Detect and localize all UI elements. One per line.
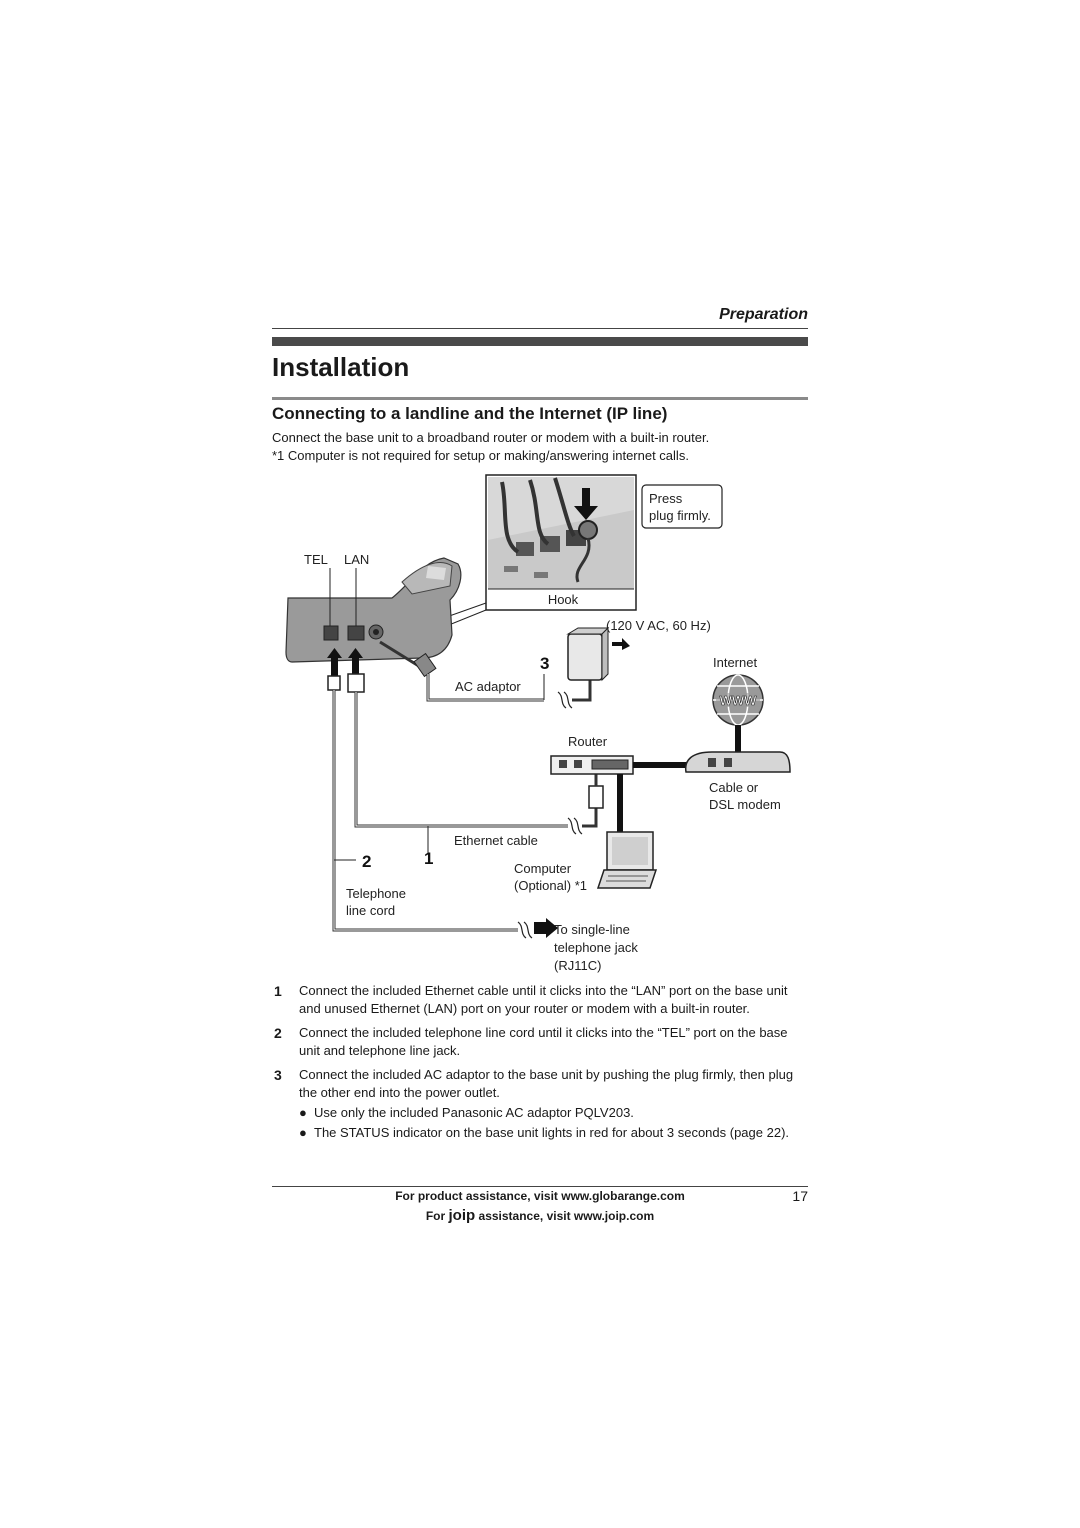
intro-line: Connect the base unit to a broadband rou…: [272, 430, 710, 445]
bullet-item: ● Use only the included Panasonic AC ada…: [272, 1104, 808, 1122]
telephone-cord-label-line2: line cord: [346, 903, 395, 918]
hook-label: Hook: [548, 592, 579, 607]
step-text: Connect the included Ethernet cable unti…: [299, 983, 788, 1016]
computer-label-line1: Computer: [514, 861, 572, 876]
step-item: 2 Connect the included telephone line co…: [272, 1024, 808, 1060]
modem-label-line1: Cable or: [709, 780, 759, 795]
tel-port-label: TEL: [304, 552, 328, 567]
jack-label-line3: (RJ11C): [554, 958, 601, 973]
internet-label: Internet: [713, 655, 757, 670]
page-number: 17: [792, 1188, 808, 1204]
modem-icon: [684, 751, 791, 773]
ac-adaptor-label: AC adaptor: [455, 679, 521, 694]
step-number: 3: [274, 1067, 282, 1083]
footer-joip-suffix: assistance, visit www.joip.com: [475, 1209, 655, 1223]
step-item: 1 Connect the included Ethernet cable un…: [272, 982, 808, 1018]
joip-brand: joip: [448, 1207, 476, 1224]
subsection-title: Connecting to a landline and the Interne…: [272, 404, 668, 423]
step-1-marker: 1: [424, 849, 433, 868]
step-number: 1: [274, 983, 282, 999]
router-icon: [550, 755, 634, 775]
page-title: Installation: [272, 352, 410, 382]
base-unit: [285, 557, 462, 663]
header-rule-thin: [272, 328, 808, 329]
telephone-plug-icon: [327, 675, 341, 691]
step-2-marker: 2: [362, 852, 371, 871]
ac-adaptor-icon: [566, 626, 610, 682]
computer-label-line2: (Optional) *1: [514, 878, 587, 893]
up-arrow-icon: [327, 648, 342, 676]
wall-jack-arrow-icon: [534, 918, 558, 938]
instruction-steps: 1 Connect the included Ethernet cable un…: [272, 982, 808, 1144]
bullet-text: Use only the included Panasonic AC adapt…: [314, 1105, 634, 1120]
connection-diagram: Hook Press plug firmly. TEL LAN: [285, 474, 791, 973]
up-arrow-icon: [348, 648, 363, 676]
press-plug-callout: Press plug firmly.: [641, 484, 723, 529]
step-number: 2: [274, 1025, 282, 1041]
laptop-icon: [596, 831, 658, 889]
www-text: WWW: [720, 693, 758, 708]
jack-label-line2: telephone jack: [554, 940, 638, 955]
step-text: Connect the included telephone line cord…: [299, 1025, 788, 1058]
section-label: Preparation: [719, 306, 808, 323]
power-spec-label: (120 V AC, 60 Hz): [606, 618, 711, 633]
press-label-line2: plug firmly.: [649, 508, 711, 523]
router-label: Router: [568, 734, 608, 749]
press-label-line1: Press: [649, 491, 683, 506]
globe-icon: WWW: [712, 674, 764, 726]
title-rule: [272, 397, 808, 400]
step-item: 3 Connect the included AC adaptor to the…: [272, 1066, 808, 1102]
bullet-icon: ●: [299, 1125, 307, 1140]
bullet-text: The STATUS indicator on the base unit li…: [314, 1125, 790, 1140]
modem-label-line2: DSL modem: [709, 797, 781, 812]
intro-note: *1 Computer is not required for setup or…: [272, 448, 689, 463]
ethernet-plug-icon: [347, 673, 365, 693]
ethernet-cable-label: Ethernet cable: [454, 833, 538, 848]
footer-joip-line: For joip assistance, visit www.joip.com: [272, 1207, 808, 1224]
lan-port-label: LAN: [344, 552, 369, 567]
footer-joip-prefix: For: [425, 1209, 449, 1223]
telephone-cord-label-line1: Telephone: [346, 886, 406, 901]
bullet-item: ● The STATUS indicator on the base unit …: [272, 1124, 808, 1142]
step-3-marker: 3: [540, 654, 549, 673]
jack-label-line1: To single-line: [554, 922, 630, 937]
plug-closeup-inset: Hook: [485, 474, 637, 611]
step-text: Connect the included AC adaptor to the b…: [299, 1067, 794, 1100]
footer-rule: [272, 1186, 808, 1187]
header-rule-thick: [272, 337, 808, 346]
footer-assistance-line: For product assistance, visit www.globar…: [395, 1189, 685, 1203]
outlet-arrow-icon: [612, 638, 630, 650]
bullet-icon: ●: [299, 1105, 307, 1120]
